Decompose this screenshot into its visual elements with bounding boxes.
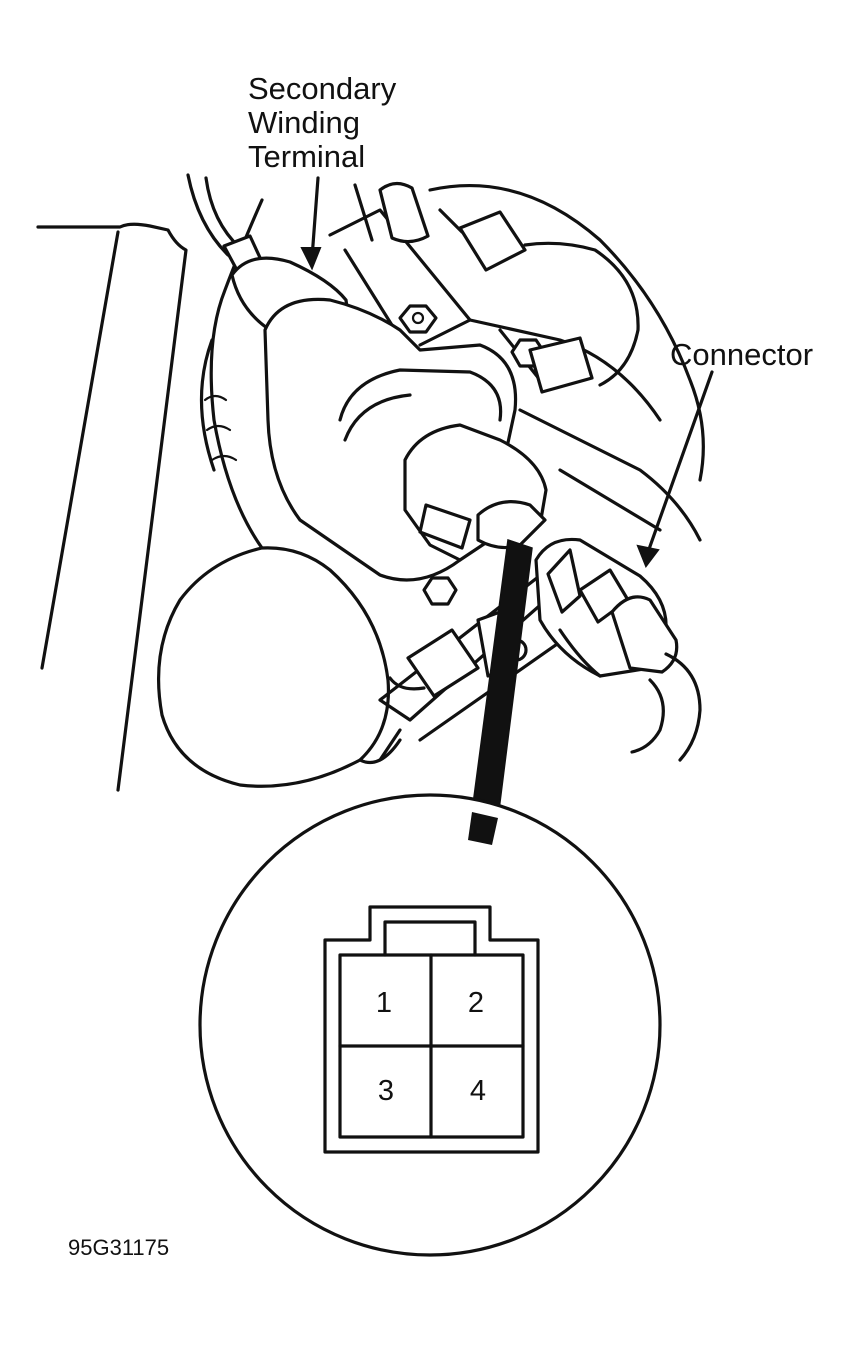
secondary-winding-label-line1: Secondary [248, 71, 397, 106]
bolt-lower [422, 576, 458, 606]
pin-3-label: 3 [378, 1075, 394, 1107]
bolt-upper [398, 304, 438, 334]
secondary-winding-label-line2: Winding [248, 105, 360, 140]
pin-2-label: 2 [468, 987, 484, 1019]
connector-pointer [636, 370, 714, 569]
secondary-terminal-pointer [300, 176, 322, 271]
connector-face [323, 905, 540, 1154]
pin-1-label: 1 [376, 987, 392, 1019]
figure-id: 95G31175 [68, 1235, 169, 1260]
dome-housing [157, 546, 402, 788]
upper-wire-connector [378, 181, 640, 394]
pin-4-label: 4 [470, 1075, 486, 1107]
detail-callout-lead [471, 539, 533, 819]
connector-label: Connector [670, 337, 813, 372]
harness-connector [534, 537, 702, 762]
ignition-coil [230, 256, 548, 582]
engine-panel [36, 222, 188, 792]
secondary-winding-label-line3: Terminal [248, 139, 365, 174]
